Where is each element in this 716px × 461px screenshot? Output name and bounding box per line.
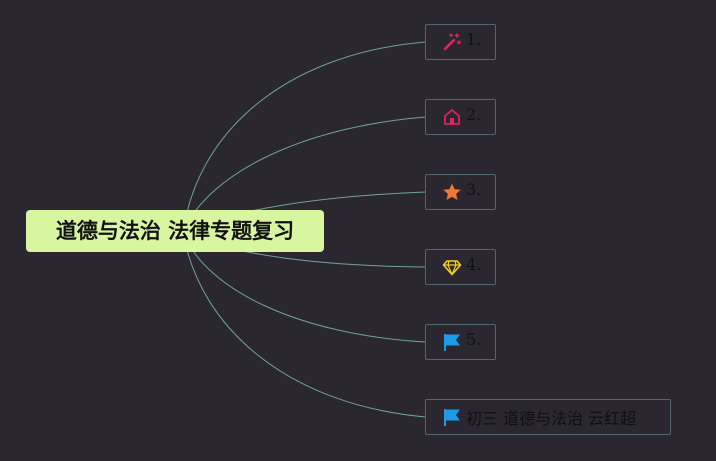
branch-label-3: 3. bbox=[466, 179, 482, 199]
branch-topic-5[interactable]: 5. bbox=[425, 324, 496, 360]
flag-icon bbox=[442, 407, 462, 427]
connector-2 bbox=[182, 116, 427, 233]
branch-label-6: 初三 道德与法治 云红超 bbox=[466, 409, 637, 428]
branch-label-1: 1. bbox=[466, 29, 482, 49]
connector-1 bbox=[182, 41, 427, 233]
root-topic[interactable]: 道德与法治 法律专题复习 bbox=[26, 210, 324, 252]
flag-icon bbox=[442, 332, 462, 352]
diamond-icon bbox=[442, 257, 462, 277]
connector-5 bbox=[182, 231, 427, 343]
branch-topic-1[interactable]: 1. bbox=[425, 24, 496, 60]
branch-label-5: 5. bbox=[466, 329, 482, 349]
magic-wand-icon bbox=[442, 32, 462, 52]
star-icon bbox=[442, 182, 462, 202]
branch-topic-3[interactable]: 3. bbox=[425, 174, 496, 210]
branch-topic-6[interactable]: 初三 道德与法治 云红超 bbox=[425, 399, 671, 435]
branch-topic-4[interactable]: 4. bbox=[425, 249, 496, 285]
branch-topic-2[interactable]: 2. bbox=[425, 99, 496, 135]
home-icon bbox=[442, 107, 462, 127]
connector-6 bbox=[182, 231, 427, 418]
branch-label-2: 2. bbox=[466, 104, 482, 124]
branch-label-4: 4. bbox=[466, 254, 482, 274]
